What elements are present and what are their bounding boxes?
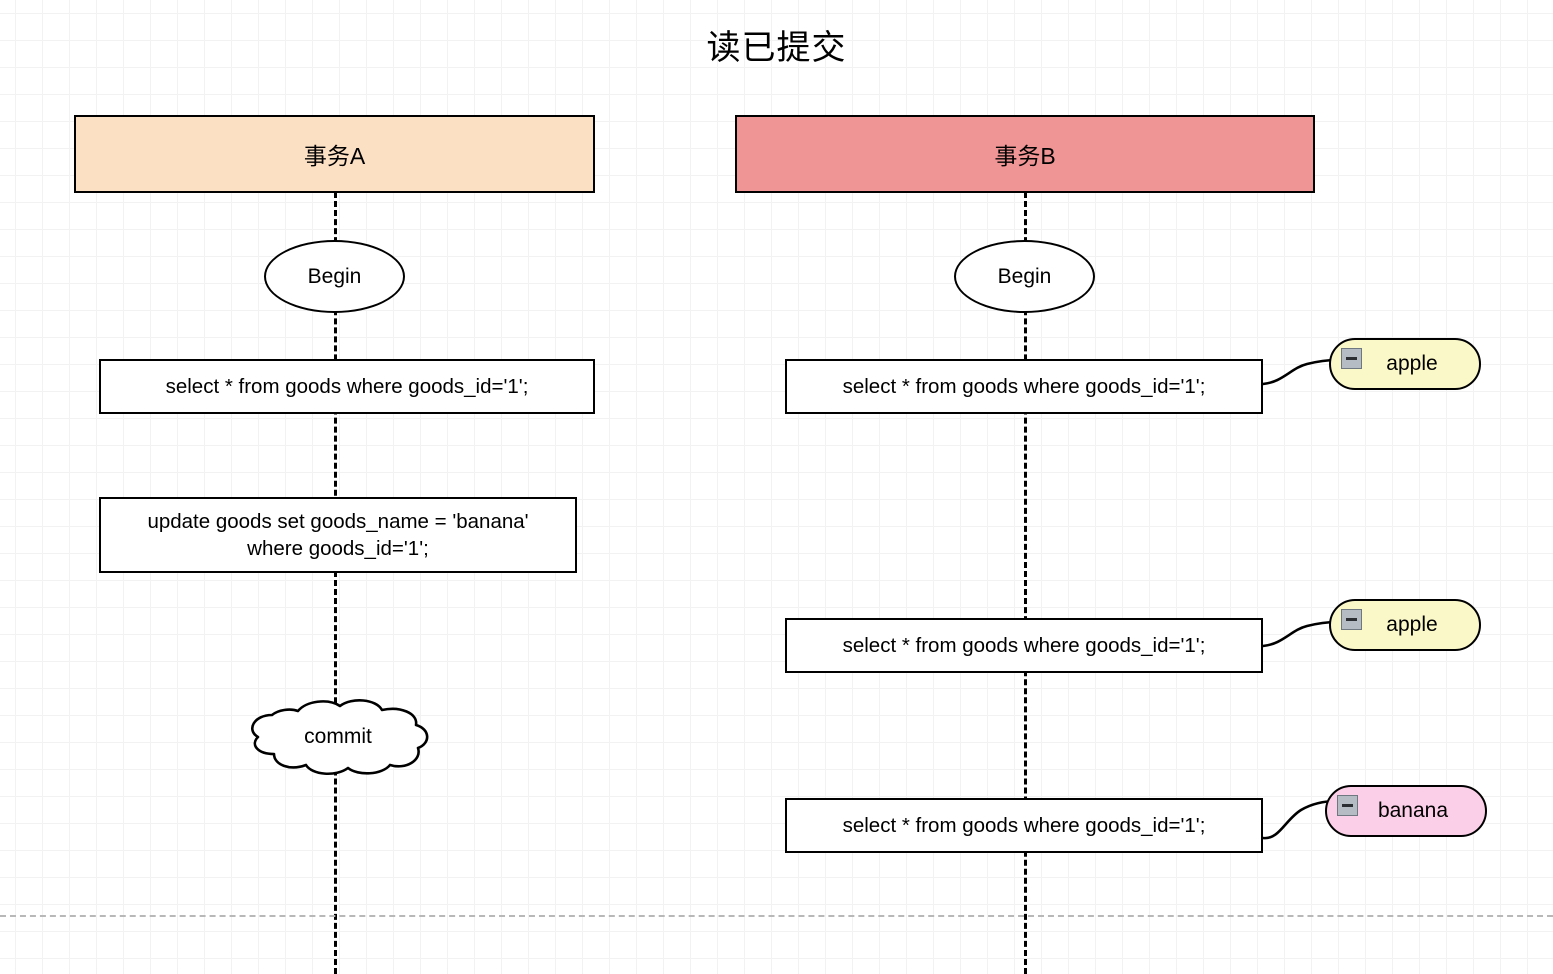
transaction-a-commit-label: commit bbox=[304, 725, 372, 748]
transaction-a-commit-cloud[interactable]: commit bbox=[240, 697, 436, 777]
collapse-minus-icon[interactable] bbox=[1341, 348, 1362, 369]
transaction-b-step-2-text: select * from goods where goods_id='1'; bbox=[842, 633, 1206, 657]
note-apple-1-label: apple bbox=[1386, 352, 1438, 375]
transaction-a-header[interactable]: 事务A bbox=[74, 115, 595, 193]
page-title: 读已提交 bbox=[706, 29, 847, 67]
transaction-b-step-3[interactable]: select * from goods where goods_id='1'; bbox=[785, 798, 1263, 853]
transaction-b-step-1-text: select * from goods where goods_id='1'; bbox=[842, 374, 1206, 398]
lifeline-transaction-b bbox=[1024, 192, 1027, 974]
note-apple-1[interactable]: apple bbox=[1329, 338, 1481, 390]
note-banana-label: banana bbox=[1377, 799, 1449, 822]
lifeline-transaction-a bbox=[334, 192, 337, 974]
collapse-minus-icon[interactable] bbox=[1337, 795, 1358, 816]
collapse-minus-icon[interactable] bbox=[1341, 609, 1362, 630]
transaction-a-step-1[interactable]: select * from goods where goods_id='1'; bbox=[99, 359, 595, 414]
note-apple-2-label: apple bbox=[1386, 613, 1438, 636]
transaction-a-begin-label: Begin bbox=[307, 264, 362, 288]
transaction-b-header-label: 事务B bbox=[994, 143, 1056, 169]
note-banana[interactable]: banana bbox=[1325, 785, 1487, 837]
transaction-b-header[interactable]: 事务B bbox=[735, 115, 1315, 193]
transaction-b-step-1[interactable]: select * from goods where goods_id='1'; bbox=[785, 359, 1263, 414]
transaction-b-step-3-text: select * from goods where goods_id='1'; bbox=[842, 813, 1206, 837]
transaction-a-header-label: 事务A bbox=[303, 143, 366, 169]
note-apple-2[interactable]: apple bbox=[1329, 599, 1481, 651]
transaction-a-step-1-text: select * from goods where goods_id='1'; bbox=[165, 374, 529, 398]
page-break-line bbox=[0, 915, 1553, 917]
transaction-b-step-2[interactable]: select * from goods where goods_id='1'; bbox=[785, 618, 1263, 673]
transaction-b-begin-label: Begin bbox=[997, 264, 1052, 288]
transaction-a-step-2-text: update goods set goods_name = 'banana' w… bbox=[147, 509, 529, 560]
transaction-b-begin-node[interactable]: Begin bbox=[954, 240, 1095, 313]
transaction-a-begin-node[interactable]: Begin bbox=[264, 240, 405, 313]
transaction-a-step-2[interactable]: update goods set goods_name = 'banana' w… bbox=[99, 497, 577, 573]
